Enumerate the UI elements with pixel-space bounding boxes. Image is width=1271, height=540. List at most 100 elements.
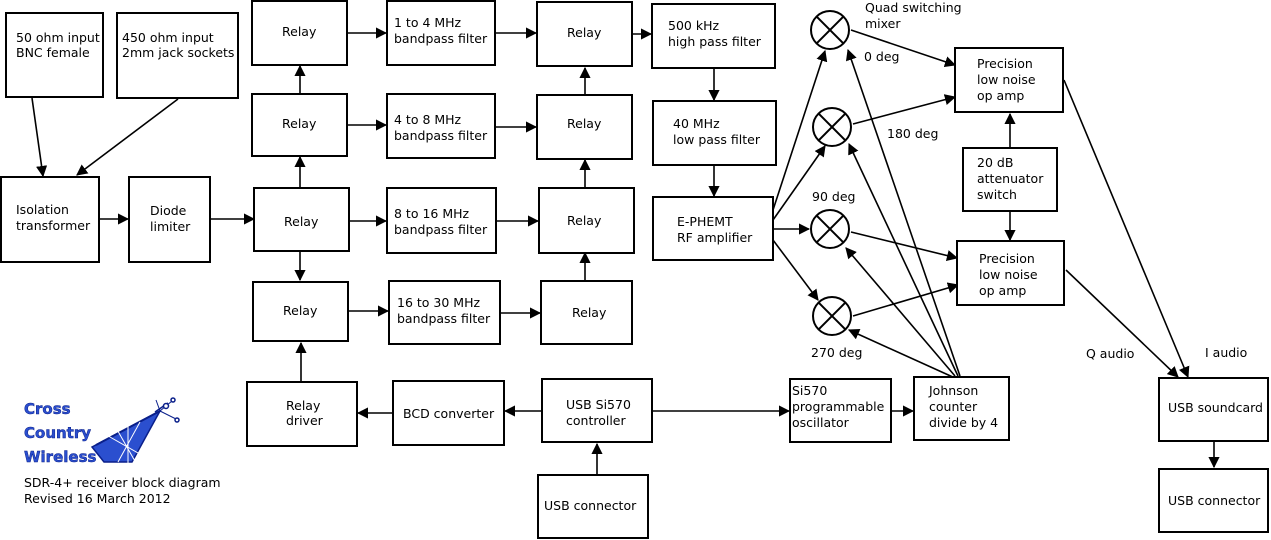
block-relay-out-2-text-1: Relay — [567, 116, 602, 131]
arrow-mixer180-to-opamp-top — [852, 94, 957, 125]
arrow-mixer90-to-opamp-bottom — [850, 231, 959, 262]
cross-country-wireless-logo: Cross Country Wireless SDR-4+ receiver b… — [24, 397, 221, 506]
label-180-deg: 180 deg — [887, 126, 938, 141]
block-soundcard-box — [1158, 377, 1269, 442]
block-bpf-3-box — [386, 187, 497, 254]
block-relay-out-1-text-1: Relay — [567, 25, 602, 40]
arrow-johnson-to-mixer270 — [847, 329, 956, 379]
caption-line-2: Revised 16 March 2012 — [24, 491, 171, 506]
block-relay-out-4: Relay — [540, 280, 633, 345]
connections — [31, 27, 1220, 474]
block-bcd-box — [392, 380, 505, 446]
block-relay-in-4: Relay — [252, 281, 349, 342]
block-johnson-text-3: divide by 4 — [929, 415, 998, 430]
block-relay-out-1-box — [536, 1, 633, 67]
block-relay-in-2: Relay — [251, 93, 348, 157]
block-hpf-text-2: high pass filter — [668, 34, 762, 49]
block-relay-out-2-box — [536, 94, 633, 160]
mixer-title-line1: Quad switching — [865, 0, 962, 15]
block-relay-in-3-text-1: Relay — [284, 214, 319, 229]
arrow-rfamp-to-mixer180 — [772, 145, 826, 221]
block-rf-amp-box — [652, 196, 774, 261]
logo-line-3: Wireless — [24, 448, 97, 466]
block-attenuator-text-2: attenuator — [977, 171, 1044, 186]
block-soundcard-text-1: USB soundcard — [1168, 400, 1263, 415]
block-attenuator-text-1: 20 dB — [977, 155, 1013, 170]
block-relay-driver-box — [246, 381, 358, 447]
label-270-deg: 270 deg — [811, 345, 862, 360]
block-relay-out-4-text-1: Relay — [572, 305, 607, 320]
arrow-opamp-top-to-soundcard — [1063, 79, 1190, 379]
block-johnson-text-1: Johnson — [928, 383, 978, 398]
block-bpf-4-text-1: 16 to 30 MHz — [397, 295, 480, 310]
mixer-180-deg — [812, 107, 852, 147]
block-relay-out-3-text-1: Relay — [567, 213, 602, 228]
block-isolation-text-1: Isolation — [16, 202, 69, 217]
block-lpf-text-1: 40 MHz — [673, 116, 720, 131]
arrow-450ohm-to-isolation — [76, 98, 179, 176]
block-usb-conn-left-text-1: USB connector — [544, 498, 637, 513]
arrow-rfamp-to-mixer0 — [772, 49, 828, 211]
block-si570-osc-text-2: programmable — [792, 399, 885, 414]
block-diode-text-2: limiter — [150, 219, 191, 234]
block-input-50-text-1: 50 ohm input — [16, 30, 100, 45]
mixer-title-line2: mixer — [865, 16, 901, 31]
block-relay-out-3: Relay — [538, 187, 635, 254]
label-q-audio: Q audio — [1086, 346, 1134, 361]
block-hpf-text-1: 500 kHz — [668, 18, 719, 33]
block-input-50-text-2: BNC female — [16, 45, 90, 60]
block-si570-ctrl-text-2: controller — [566, 413, 626, 428]
block-relay-in-2-text-1: Relay — [282, 116, 317, 131]
arrow-johnson-to-mixer180 — [848, 142, 959, 377]
quad-switching-mixer — [810, 10, 852, 336]
block-opamp-bottom-text-1: Precision — [979, 251, 1035, 266]
block-si570-ctrl-box — [541, 378, 653, 443]
block-usb-conn-right-box — [1158, 468, 1269, 533]
block-bpf-2-box — [386, 93, 496, 159]
block-bpf-3-text-2: bandpass filter — [394, 222, 488, 237]
block-bpf-2-text-1: 4 to 8 MHz — [394, 112, 462, 127]
block-rf-amp-text-2: RF amplifier — [677, 230, 753, 245]
block-attenuator-text-3: switch — [977, 187, 1017, 202]
arrow-rfamp-to-mixer270 — [772, 239, 819, 301]
block-opamp-top-text-2: low noise — [977, 72, 1036, 87]
block-bpf-2-text-2: bandpass filter — [394, 128, 488, 143]
block-si570-osc-text-3: oscillator — [792, 415, 850, 430]
block-input-50-box — [5, 12, 104, 98]
block-bpf-1-text-1: 1 to 4 MHz — [394, 15, 462, 30]
block-relay-out-1: Relay — [536, 1, 633, 67]
label-i-audio: I audio — [1205, 345, 1247, 360]
block-rf-amp-text-1: E-PHEMT — [677, 214, 733, 229]
arrow-johnson-to-mixer90 — [845, 247, 956, 377]
block-opamp-bottom-text-2: low noise — [979, 267, 1038, 282]
arrow-mixer270-to-opamp-bottom — [852, 282, 960, 317]
block-opamp-bottom-text-3: op amp — [979, 283, 1026, 298]
caption-line-1: SDR-4+ receiver block diagram — [24, 475, 221, 490]
block-lpf-box — [652, 100, 777, 166]
block-johnson-box — [913, 376, 1010, 441]
block-bpf-4-box — [388, 280, 501, 345]
block-relay-driver-text-1: Relay — [286, 398, 321, 413]
block-hpf-box — [651, 3, 776, 69]
block-diode-box — [128, 176, 211, 263]
mixer-0-deg — [810, 10, 850, 50]
arrow-50ohm-to-isolation — [31, 97, 48, 178]
block-bpf-1-text-2: bandpass filter — [394, 31, 488, 46]
label-90-deg: 90 deg — [812, 189, 855, 204]
block-opamp-top-text-3: op amp — [977, 88, 1024, 103]
arrow-opamp-bottom-to-soundcard — [1065, 269, 1179, 378]
block-usb-conn-right: USB connector — [1158, 468, 1269, 533]
block-usb-conn-left: USB connector — [537, 474, 649, 539]
block-usb-conn-left-box — [537, 474, 649, 539]
block-attenuator-box — [962, 147, 1058, 212]
